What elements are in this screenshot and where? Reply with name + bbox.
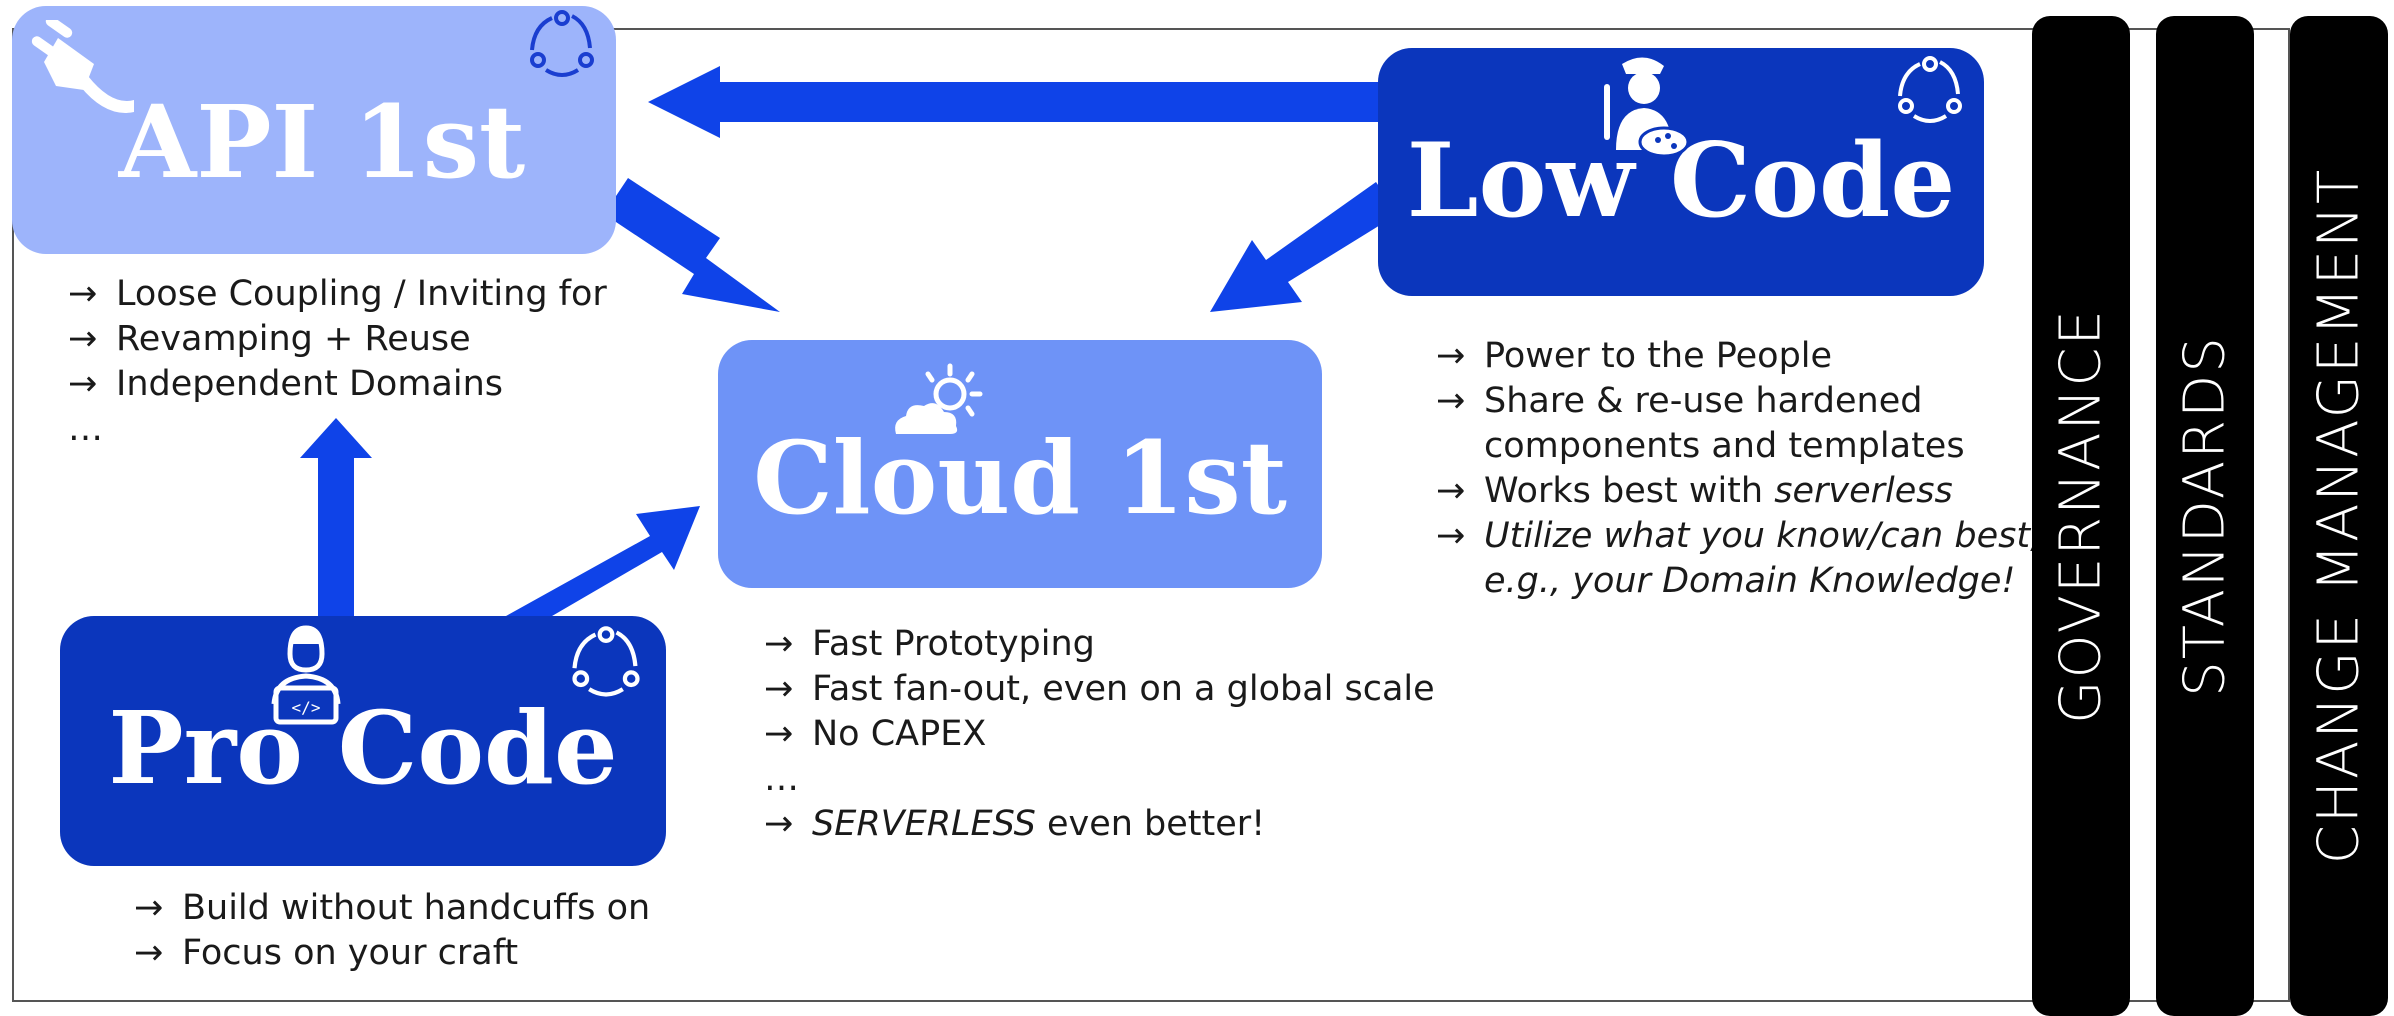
list-item: →Works best with serverless	[1436, 471, 1953, 511]
pillar-standards: STANDARDS	[2156, 16, 2254, 1016]
arrow-pro-code-to-api-first	[300, 418, 372, 616]
list-item: →Fast fan-out, even on a global scale	[764, 669, 1435, 709]
list-item: →Focus on your craft	[134, 933, 519, 973]
cloud-first-title: Cloud 1st	[753, 419, 1287, 537]
arrow-api-first-to-cloud-first	[604, 178, 780, 312]
list-item: →Independent Domains	[68, 364, 504, 404]
pillar-standards-label: STANDARDS	[2172, 335, 2238, 697]
list-item: …	[764, 759, 799, 799]
sun-cloud-icon	[895, 363, 983, 434]
list-item: →Build without handcuffs on	[134, 888, 651, 928]
list-item: →Fast Prototyping	[764, 624, 1095, 664]
pillar-governance-label: GOVERNANCE	[2048, 308, 2114, 724]
api-first-box: API 1st	[12, 6, 616, 254]
pro-code-box: Pro Code </>	[60, 616, 666, 866]
arrow-low-code-to-api-first	[648, 66, 1378, 138]
svg-text:</>: </>	[292, 698, 321, 717]
arrow-pro-code-to-cloud-first	[506, 506, 700, 630]
cycle-arrows-icon	[572, 626, 640, 697]
list-item: →No CAPEX	[764, 714, 987, 754]
low-code-box: Low Code	[1378, 48, 1984, 296]
cycle-arrows-icon	[530, 10, 594, 77]
api-first-title: API 1st	[118, 83, 526, 201]
pro-code-title: Pro Code	[108, 689, 618, 807]
list-item: →Loose Coupling / Inviting for	[68, 274, 607, 314]
plug-icon	[31, 20, 134, 113]
pillar-change-management-label: CHANGE MANAGEMENT	[2306, 167, 2372, 865]
cloud-first-box: Cloud 1st	[718, 340, 1322, 588]
list-item: →SERVERLESS even better!	[764, 804, 1266, 844]
low-code-bullets: →Power to the People →Share & re-use har…	[1436, 334, 2041, 604]
pillar-governance: GOVERNANCE	[2032, 16, 2130, 1016]
cycle-arrows-icon	[1898, 56, 1962, 123]
list-item: →Revamping + Reuse	[68, 319, 471, 359]
list-item: …	[68, 409, 103, 449]
list-item: →Utilize what you know/can best,	[1436, 516, 2042, 556]
pillar-change-management: CHANGE MANAGEMENT	[2290, 16, 2388, 1016]
painter-icon	[1604, 57, 1690, 158]
list-item: →Share & re-use hardened	[1436, 381, 1923, 421]
list-item: →Power to the People	[1436, 336, 1833, 376]
cloud-first-bullets: →Fast Prototyping →Fast fan-out, even on…	[764, 622, 1435, 847]
diagram-frame	[12, 28, 2290, 1002]
developer-icon: </>	[271, 625, 341, 725]
list-item: e.g., your Domain Knowledge!	[1484, 561, 2016, 601]
list-item: components and templates	[1484, 426, 1965, 466]
pro-code-bullets: →Build without handcuffs on →Focus on yo…	[134, 886, 650, 976]
api-first-bullets: →Loose Coupling / Inviting for →Revampin…	[68, 272, 607, 452]
arrow-low-code-to-cloud-first	[1210, 182, 1398, 312]
